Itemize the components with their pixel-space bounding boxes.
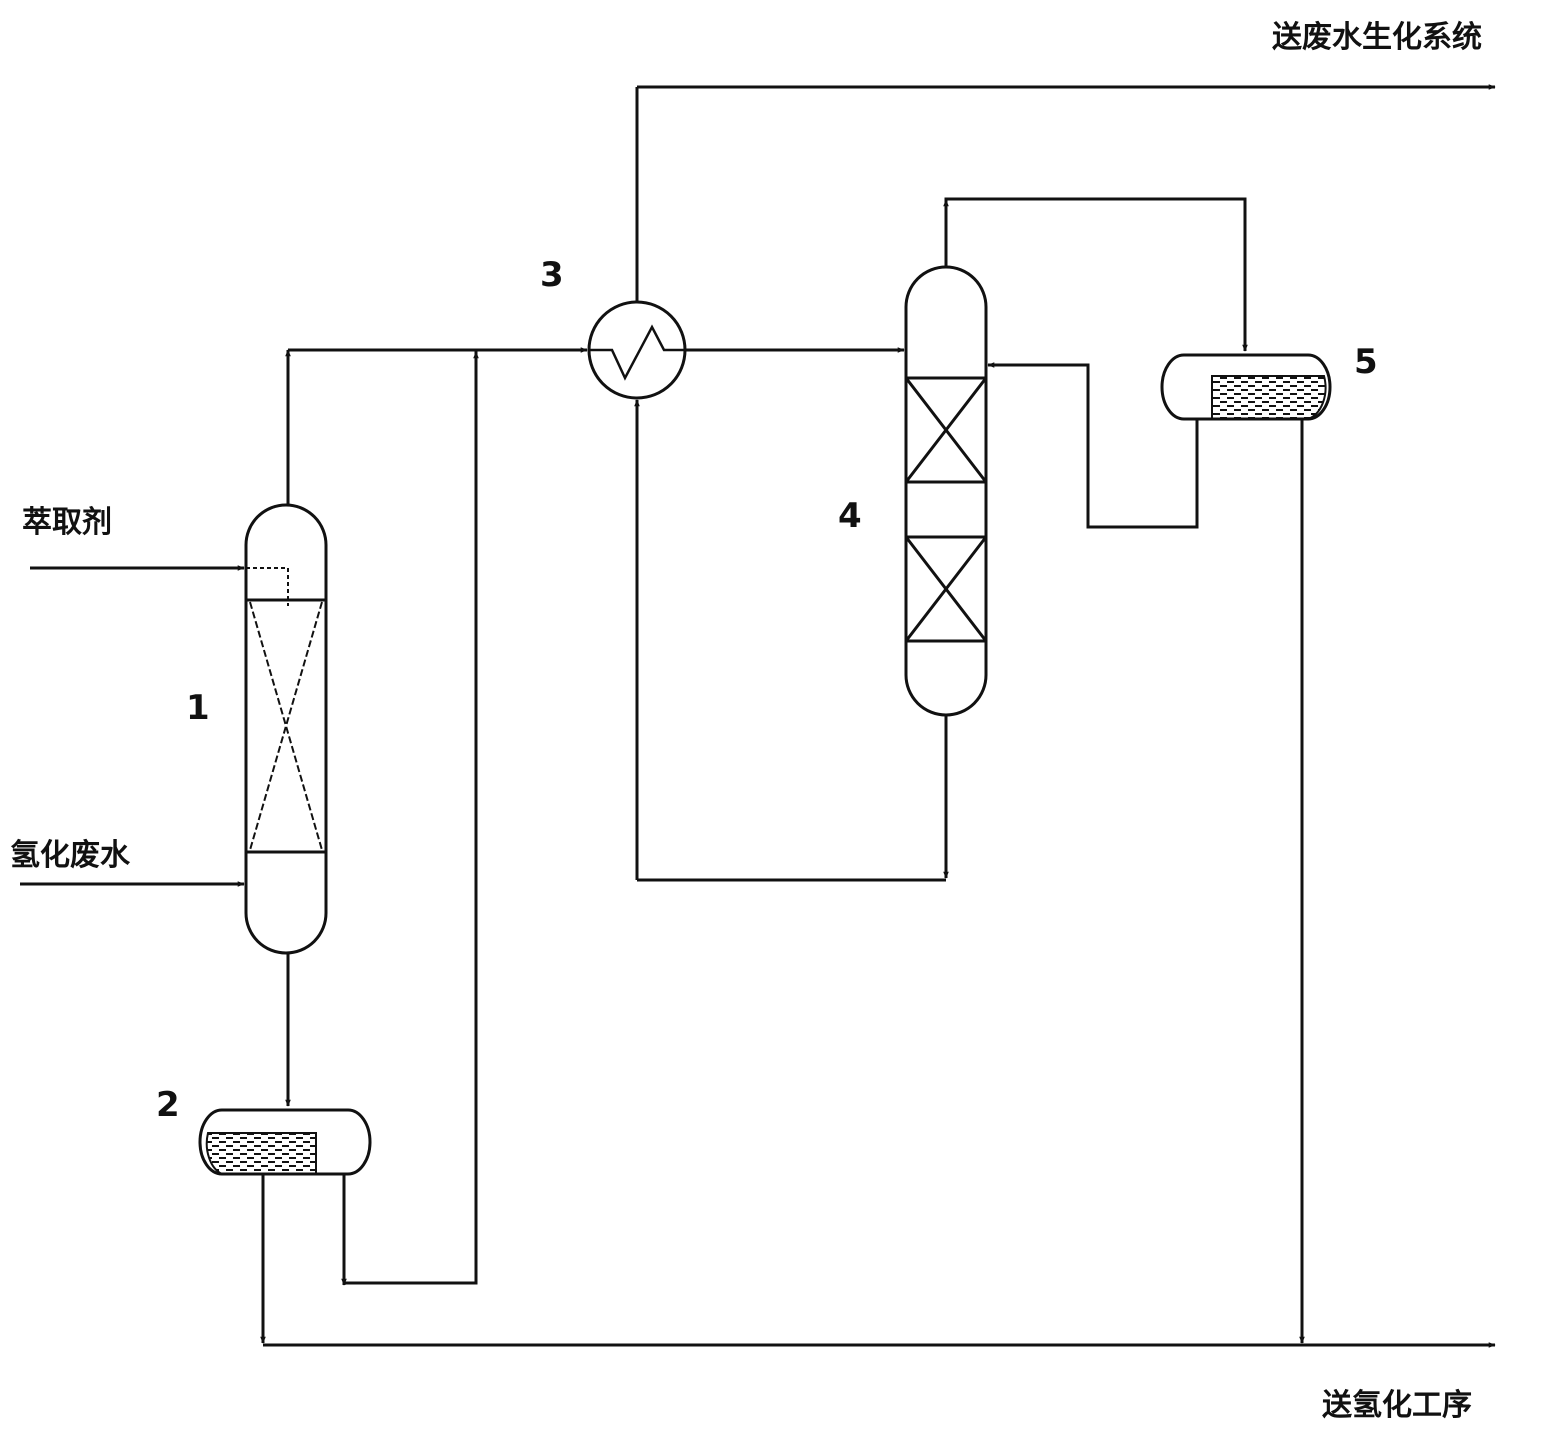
separator-drum (198, 1108, 372, 1176)
extractant-label: 萃取剂 (22, 505, 112, 540)
equipment-number-5: 5 (1354, 342, 1378, 382)
extraction-tower (244, 503, 328, 955)
hydrogenation-wastewater-label: 氢化废水 (10, 838, 130, 873)
stripping-tower (904, 265, 988, 717)
reflux-line (987, 362, 1199, 529)
equipment-number-4: 4 (838, 496, 862, 536)
reflux-drum (1160, 353, 1332, 421)
equipment-number-3: 3 (540, 255, 564, 295)
equipment-number-1: 1 (186, 688, 210, 728)
heat-exchanger (587, 300, 687, 400)
to-biochemical-system-label: 送废水生化系统 (1272, 20, 1482, 55)
drum2-return-line (342, 350, 478, 1285)
to-hydrogenation-process-label: 送氢化工序 (1322, 1388, 1472, 1423)
tower4-overhead-line (944, 197, 1248, 352)
equipment-number-2: 2 (156, 1085, 180, 1125)
